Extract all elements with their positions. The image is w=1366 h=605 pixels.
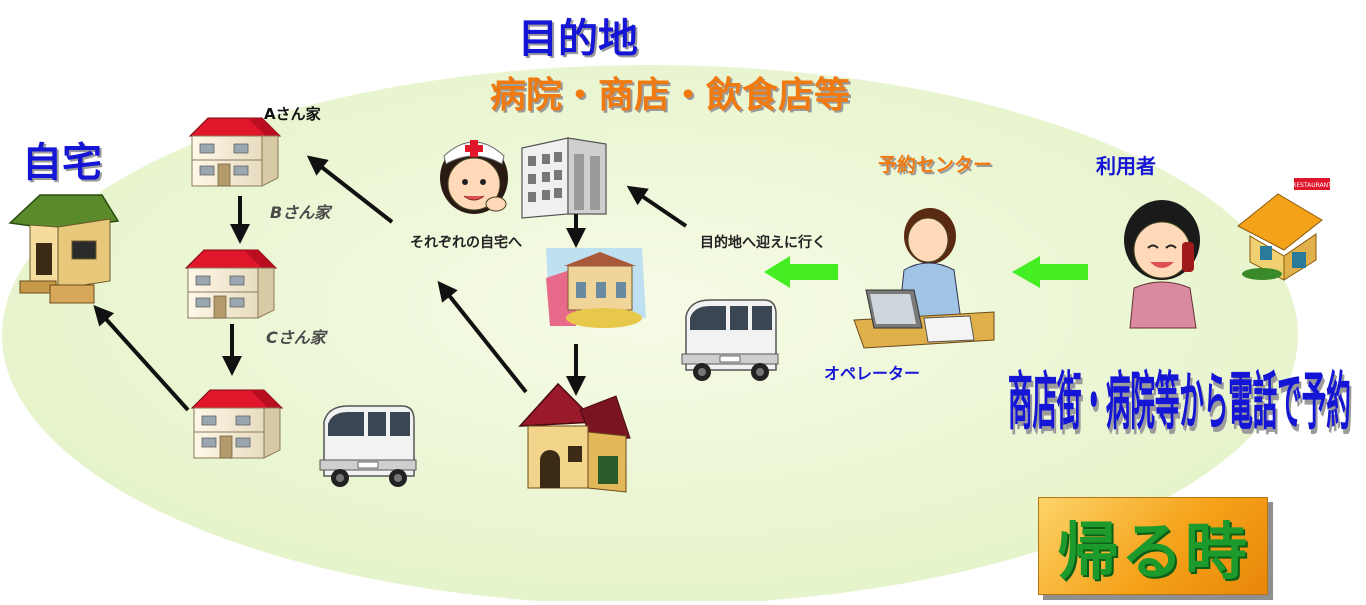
arrow-c-to-home [93,305,190,412]
user-label: 利用者 [1096,154,1156,178]
route-arrows [93,155,688,412]
house-c-icon [191,389,283,459]
house-b-label: Bさん家 [270,203,331,222]
arrow-to-house-a [306,155,394,224]
shop-icon [546,248,646,328]
hospital-building-icon [521,137,607,219]
reservation-center-label: 予約センター [878,154,993,176]
home-icon [8,194,120,304]
restaurant-sign: RESTAURANT [1292,182,1332,189]
operator-label: オペレーター [824,364,921,383]
nurse-icon [440,140,508,214]
operator-icon [853,208,995,349]
home-label: 自宅 [22,140,102,186]
restaurant-icon: RESTAURANT [1237,178,1332,281]
caller-icon [1124,200,1200,329]
destination-title: 目的地 [518,16,638,62]
restaurant-house-icon [518,382,631,493]
arrow-pickup-to-hospital [626,185,688,228]
house-b-icon [185,249,277,319]
return-button[interactable]: 帰る時 [1038,497,1268,595]
pickup-label: 目的地へ迎えに行く [700,235,826,251]
van-icon-right [681,299,779,382]
return-button-label: 帰る時 [1056,515,1249,588]
green-arrow-operator [764,256,838,288]
each-home-label: それぞれの自宅へ [410,235,522,251]
call-headline: 商店街・病院等から電話で予約 [1008,365,1351,439]
green-arrow-user [1012,256,1088,288]
house-a-icon [189,117,281,187]
house-a-label: Aさん家 [264,105,321,123]
house-c-label: Cさん家 [266,328,326,347]
van-icon-bottom [319,405,417,488]
destination-places: 病院・商店・飲食店等 [490,75,851,116]
green-arrows [764,256,1088,288]
arrow-to-each-home [437,280,528,394]
